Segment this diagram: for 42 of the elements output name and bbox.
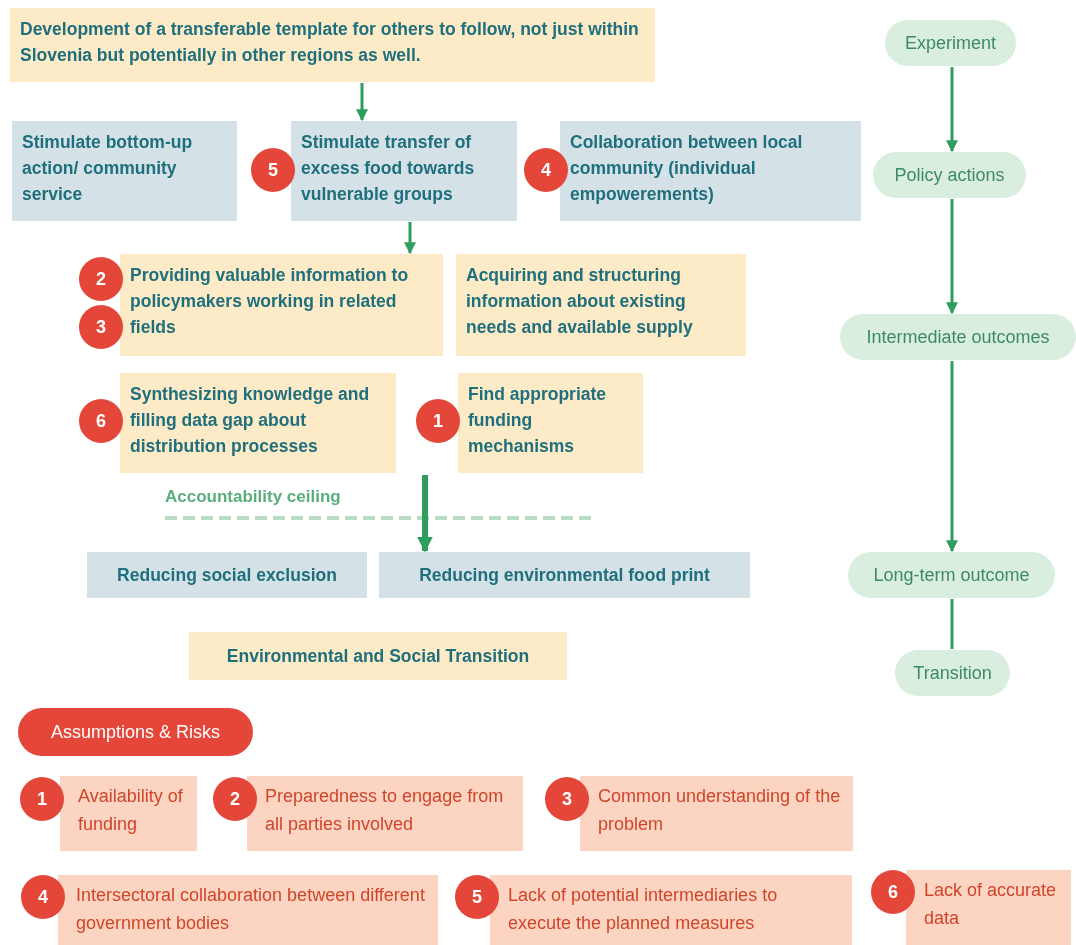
risk-box: Availability of funding (60, 776, 197, 851)
risk-box: Intersectoral collaboration between different government bodies (58, 875, 438, 945)
stage-pill: Experiment (885, 20, 1016, 66)
risk-box: Preparedness to engage from all parties involved (247, 776, 523, 851)
outcome-box: Reducing social exclusion (87, 552, 367, 598)
stage-pill: Policy actions (873, 152, 1026, 198)
stage-pill: Intermediate outcomes (840, 314, 1076, 360)
risk-box: Lack of potential intermediaries to execute the planned measures (490, 875, 852, 945)
number-badge: 2 (213, 777, 257, 821)
process-box: Development of a transferable template for others to follow, not just within Slovenia but potentially in other regions as well. (10, 8, 655, 82)
arrow (417, 475, 433, 553)
process-box: Acquiring and structuring information about existing needs and available supply (456, 254, 746, 356)
number-badge: 1 (416, 399, 460, 443)
number-badge: 5 (251, 148, 295, 192)
risk-box: Common understanding of the problem (580, 776, 853, 851)
number-badge: 4 (21, 875, 65, 919)
arrow (946, 361, 958, 553)
process-box: Find appropriate funding mechanisms (458, 373, 643, 473)
number-badge: 5 (455, 875, 499, 919)
number-badge: 6 (79, 399, 123, 443)
number-badge: 3 (545, 777, 589, 821)
number-badge: 3 (79, 305, 123, 349)
arrow (404, 222, 416, 255)
process-box: Providing valuable information to policymakers working in related fields (120, 254, 443, 356)
process-box: Stimulate transfer of excess food towards vulnerable groups (291, 121, 517, 221)
note-label: Accountability ceiling (165, 487, 341, 507)
process-box: Collaboration between local community (individual empowerements) (560, 121, 861, 221)
stage-pill: Long-term outcome (848, 552, 1055, 598)
heading-pill: Assumptions & Risks (18, 708, 253, 756)
arrow (946, 199, 958, 315)
number-badge: 4 (524, 148, 568, 192)
risk-box: Lack of accurate data (906, 870, 1071, 945)
outcome-box: Reducing environmental food print (379, 552, 750, 598)
arrow (356, 83, 368, 122)
process-box: Stimulate bottom-up action/ community service (12, 121, 237, 221)
number-badge: 6 (871, 870, 915, 914)
outcome-box: Environmental and Social Transition (189, 632, 567, 680)
number-badge: 2 (79, 257, 123, 301)
process-box: Synthesizing knowledge and filling data gap about distribution processes (120, 373, 396, 473)
arrow (946, 67, 958, 153)
number-badge: 1 (20, 777, 64, 821)
stage-pill: Transition (895, 650, 1010, 696)
